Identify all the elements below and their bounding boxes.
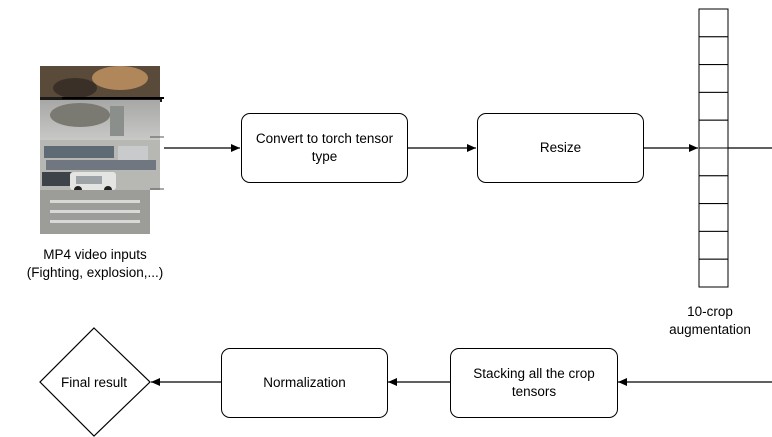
convert-to-tensor-label: Convert to torch tensor type (255, 130, 394, 164)
video-input-caption-line2: (Fighting, explosion,...) (26, 265, 164, 281)
stacking-label: Stacking all the crop tensors (473, 365, 595, 399)
video-thumbnails (40, 66, 164, 234)
normalization-label: Normalization (263, 374, 346, 390)
crop-augmentation-caption: 10-crop augmentation (650, 303, 770, 339)
crop-cell (698, 147, 729, 177)
normalization-box: Normalization (221, 348, 388, 418)
crop-tensor-stack (698, 8, 729, 288)
crop-cell (698, 36, 729, 66)
crop-caption-line2: augmentation (669, 322, 751, 338)
resize-box: Resize (477, 113, 644, 183)
stacking-box: Stacking all the crop tensors (450, 348, 618, 418)
crop-cell (698, 119, 729, 149)
convert-to-tensor-box: Convert to torch tensor type (241, 113, 408, 183)
crop-caption-line1: 10-crop (687, 304, 733, 319)
final-result-label: Final result (60, 374, 128, 390)
video-input-caption: MP4 video inputs (Fighting, explosion,..… (0, 246, 190, 282)
resize-label: Resize (539, 139, 582, 155)
crop-cell (698, 258, 729, 288)
crop-cell (698, 203, 729, 232)
crop-cell (698, 8, 729, 38)
crop-cell (698, 64, 729, 93)
final-result-diamond (39, 327, 151, 437)
crop-cell (698, 91, 729, 121)
crop-cell (698, 230, 729, 260)
crop-cell (698, 175, 729, 205)
video-input-caption-line1: MP4 video inputs (43, 247, 147, 262)
